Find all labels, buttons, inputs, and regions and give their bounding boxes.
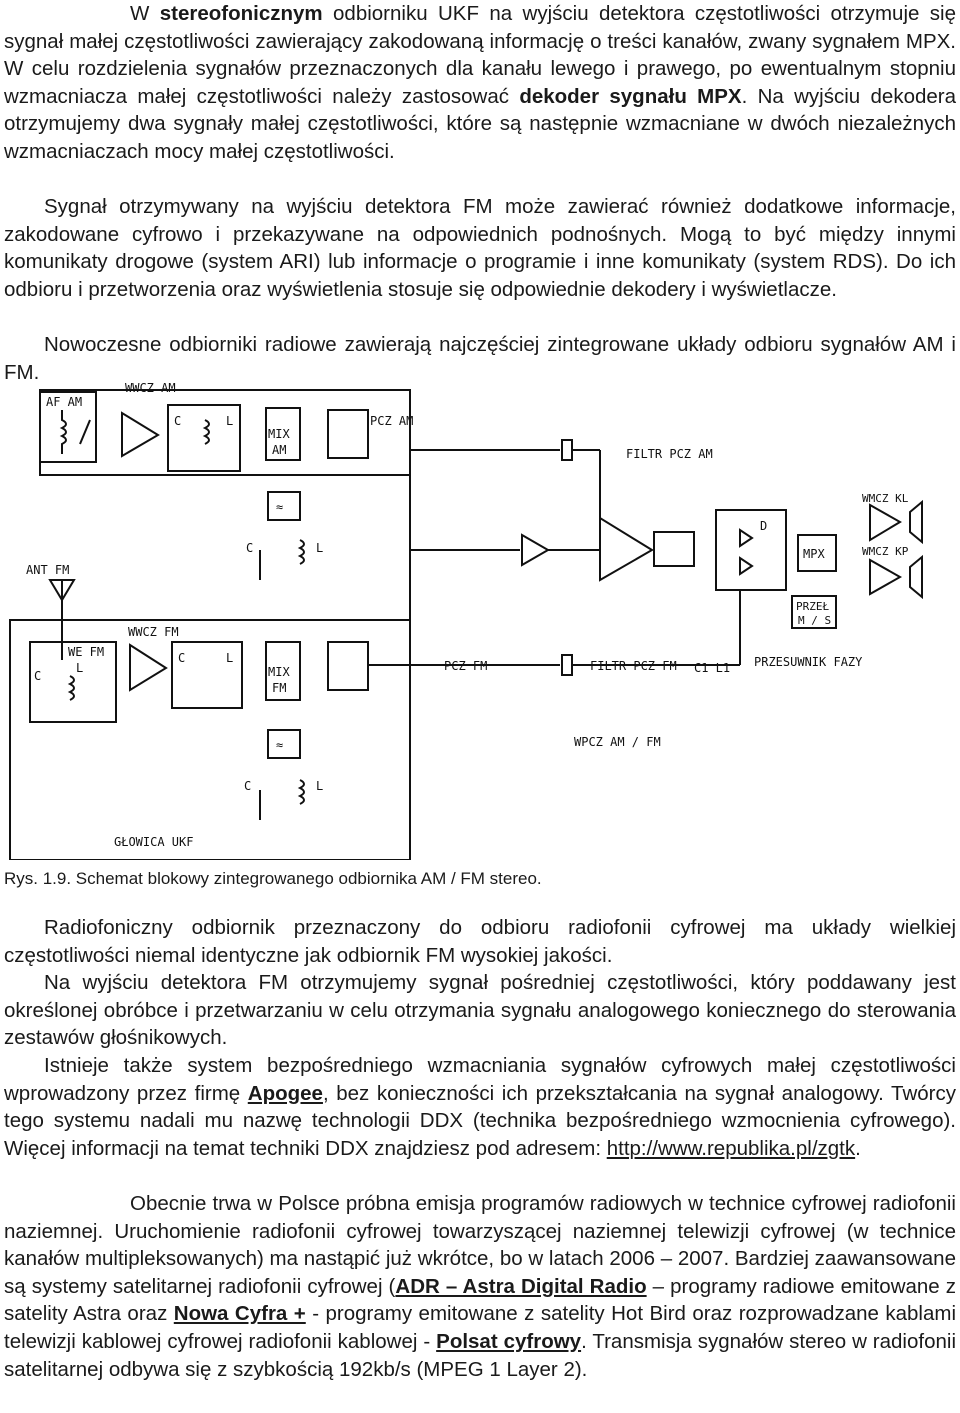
svg-text:L: L <box>76 661 83 675</box>
svg-text:≈: ≈ <box>276 500 283 514</box>
wpcz-amplifier-icon <box>521 533 551 567</box>
svg-text:C1 L1: C1 L1 <box>694 661 730 675</box>
link-republika-zgtk[interactable]: http://www.republika.pl/zgtk <box>606 1136 856 1160</box>
am-lc2-icon <box>259 539 305 580</box>
wmcz-kp-amplifier-icon <box>869 558 903 596</box>
term-stereofonicznym: stereofonicznym <box>159 2 323 25</box>
link-nowa-cyfra[interactable]: Nowa Cyfra + <box>173 1302 306 1326</box>
svg-text:FM: FM <box>272 681 286 695</box>
svg-text:ANT FM: ANT FM <box>26 563 69 577</box>
af-am-label: AF AM <box>46 395 82 409</box>
am-lc-box <box>167 404 241 472</box>
svg-text:MIX: MIX <box>268 427 290 441</box>
paragraph-stereo-mpx: W stereofonicznym odbiorniku UKF na wyjś… <box>4 2 956 163</box>
diode-icon <box>739 528 754 548</box>
fm-lc2-icon <box>259 779 305 820</box>
svg-text:GŁOWICA UKF: GŁOWICA UKF <box>114 835 193 849</box>
svg-text:WWCZ FM: WWCZ FM <box>128 625 179 639</box>
link-apogee[interactable]: Apogee <box>247 1081 323 1105</box>
svg-text:AM: AM <box>272 443 286 457</box>
paragraph-ddx: Istnieje także system bezpośredniego wzm… <box>4 1054 956 1160</box>
wmcz-kl-amplifier-icon <box>869 503 902 542</box>
svg-text:C: C <box>244 779 251 793</box>
svg-text:PRZESUWNIK FAZY: PRZESUWNIK FAZY <box>754 655 863 669</box>
diode-box <box>715 509 787 591</box>
am-osc-coil-icon <box>202 419 210 445</box>
fm-filter-box <box>327 641 369 691</box>
filtr-pcz-fm-icon <box>561 654 573 676</box>
svg-text:WMCZ KL: WMCZ KL <box>862 492 909 505</box>
mix-am-box <box>265 407 301 461</box>
fm-lc-box <box>171 641 243 709</box>
svg-text:WMCZ KP: WMCZ KP <box>862 545 909 558</box>
mix-fm-box <box>265 641 301 701</box>
svg-text:L: L <box>226 651 233 665</box>
svg-text:FILTR PCZ AM: FILTR PCZ AM <box>626 447 713 461</box>
paragraph-ari-rds: Sygnał otrzymywany na wyjściu detektora … <box>4 195 956 301</box>
svg-text:MIX: MIX <box>268 665 290 679</box>
svg-text:WPCZ AM / FM: WPCZ AM / FM <box>574 735 661 749</box>
wcz-fm-amplifier-icon <box>129 643 168 692</box>
receiver-block-diagram: AF AM WWCZ AM C L MIX AM PCZ AM FILTR PC… <box>9 381 923 860</box>
svg-text:C: C <box>246 541 253 555</box>
fm-head-box <box>9 619 411 860</box>
figure-caption: Rys. 1.9. Schemat blokowy zintegrowanego… <box>4 869 542 888</box>
paragraph-digital-broadcast: Obecnie trwa w Polsce próbna emisja prog… <box>4 1192 957 1381</box>
speaker-left-icon <box>909 499 923 545</box>
paragraph-am-fm: Nowoczesne odbiorniki radiowe zawierają … <box>4 333 956 384</box>
svg-text:MPX: MPX <box>803 547 825 561</box>
svg-text:C: C <box>34 669 41 683</box>
af-am-box <box>39 391 97 463</box>
svg-text:PRZEŁ: PRZEŁ <box>796 600 829 613</box>
wcz-am-label: WWCZ AM <box>125 381 176 395</box>
paragraph-digital-radio: Radiofoniczny odbiornik przeznaczony do … <box>4 916 956 967</box>
fm-input-coil-icon <box>67 675 75 701</box>
svg-text:WE FM: WE FM <box>68 645 104 659</box>
svg-text:C: C <box>178 651 185 665</box>
svg-text:M / S: M / S <box>798 614 831 627</box>
if-amplifier-icon <box>599 516 654 582</box>
link-polsat-cyfrowy[interactable]: Polsat cyfrowy <box>436 1329 582 1353</box>
mpx-box <box>797 534 837 572</box>
speaker-right-icon <box>909 554 923 600</box>
fm-approx-box <box>267 729 301 759</box>
we-fm-box <box>29 641 117 723</box>
link-adr[interactable]: ADR – Astra Digital Radio <box>395 1274 647 1298</box>
svg-text:C: C <box>174 414 181 428</box>
detector-box <box>653 531 695 567</box>
svg-text:L: L <box>316 779 323 793</box>
svg-text:≈: ≈ <box>276 738 283 752</box>
przel-box <box>791 595 837 629</box>
diode-icon-2 <box>739 556 754 576</box>
am-filter-box <box>327 409 369 459</box>
svg-text:L: L <box>226 414 233 428</box>
paragraph-fm-detector: Na wyjściu detektora FM otrzymujemy sygn… <box>4 971 956 1050</box>
wcz-am-amplifier-icon <box>121 411 160 458</box>
svg-text:PCZ AM: PCZ AM <box>370 414 413 428</box>
filtr-pcz-am-icon <box>561 439 573 461</box>
svg-text:D: D <box>760 519 767 533</box>
am-approx-box <box>267 491 301 521</box>
am-input-coil-icon <box>59 410 67 454</box>
am-tuning-arrow-icon <box>79 419 91 445</box>
term-dekoder-mpx: dekoder sygnału MPX <box>519 84 742 108</box>
svg-text:L: L <box>316 541 323 555</box>
